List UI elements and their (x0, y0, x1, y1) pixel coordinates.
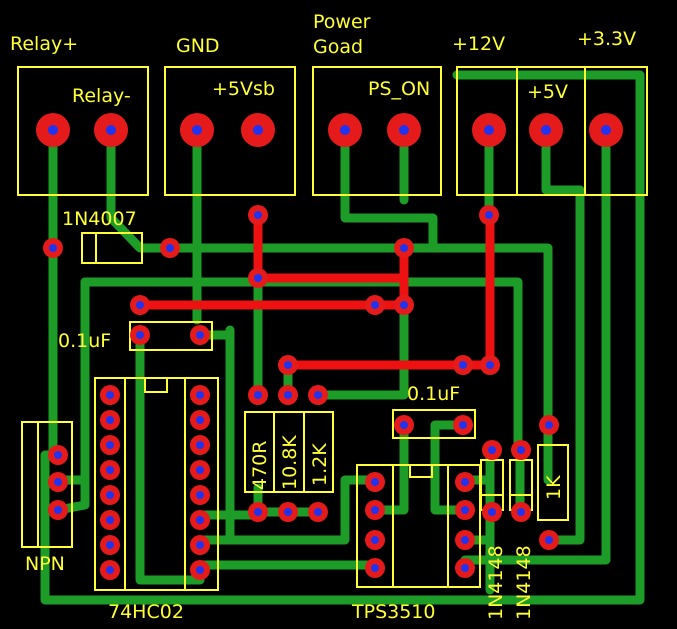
label-power: Power (313, 11, 371, 33)
label-goad: Goad (313, 36, 363, 58)
label-1-2k: 1.2K (309, 443, 331, 486)
label-1n4148-a: 1N4148 (485, 545, 507, 620)
label-cap2: 0.1uF (407, 383, 460, 405)
label-1n4148-b: 1N4148 (513, 545, 535, 620)
npn-outline (21, 421, 73, 548)
cap1-outline (129, 321, 213, 351)
cap2-outline (392, 409, 476, 439)
label-ps-on: PS_ON (368, 78, 430, 100)
label-gnd: GND (176, 35, 220, 57)
silkscreen-outlines (17, 66, 648, 591)
gnd-5vsb-connector-outline (164, 66, 296, 196)
label-10-8k: 10.8K (279, 435, 301, 490)
relay-connector-outline (17, 66, 149, 196)
label-5vsb: +5Vsb (212, 78, 275, 100)
label-3v3: +3.3V (577, 28, 636, 50)
pg-pson-connector-outline (312, 66, 442, 196)
label-1k: 1K (543, 475, 565, 500)
label-12v: +12V (452, 33, 505, 55)
label-relay-minus: Relay- (72, 85, 131, 107)
label-5v: +5V (527, 81, 568, 103)
label-npn: NPN (25, 553, 65, 575)
power-connector-outline (456, 66, 648, 196)
pads (36, 113, 623, 580)
label-470r: 470R (249, 441, 271, 490)
label-1n4007: 1N4007 (62, 208, 137, 230)
silkscreen-labels: Relay+ Relay- GND +5Vsb Power Goad PS_ON… (10, 11, 636, 623)
label-relay-plus: Relay+ (10, 33, 78, 55)
ic-74hc02-outline (94, 377, 219, 591)
label-74hc02: 74HC02 (108, 601, 184, 623)
resistor-1k-outline (537, 444, 569, 521)
label-cap1: 0.1uF (58, 330, 111, 352)
label-tps3510: TPS3510 (351, 601, 435, 623)
resistor-block-outline (244, 411, 334, 493)
diode-1n4007-outline (81, 232, 143, 264)
